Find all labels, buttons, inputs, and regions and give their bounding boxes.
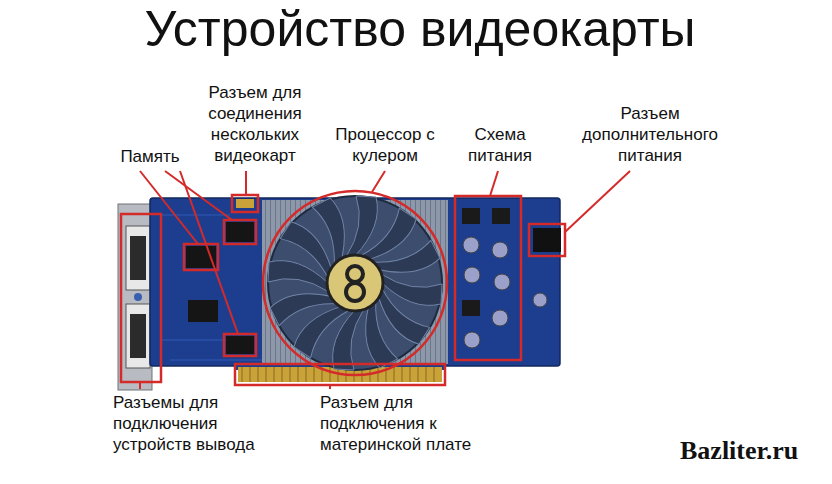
gpu-highlight (263, 191, 447, 375)
leader-line (245, 171, 247, 195)
output-highlight (121, 214, 161, 382)
metal-bracket (118, 204, 152, 390)
memory-highlight (224, 220, 256, 244)
callout-label: Память (105, 146, 195, 167)
callout-label: Процессор с кулером (325, 124, 445, 166)
leader-line (490, 171, 498, 196)
leader-line (140, 171, 198, 244)
pcie-highlight (235, 364, 445, 385)
leader-line (180, 171, 238, 334)
leader-lines (140, 171, 630, 389)
gpu-cooler (262, 196, 448, 370)
leader-line (565, 171, 630, 232)
title: Устройство видеокарты (4, 2, 832, 57)
callout-label: Разъемы для подключения устройств вывода (113, 392, 281, 455)
power-highlight (455, 196, 521, 360)
aux-power-highlight (529, 224, 565, 256)
callout-label: Разъем дополнительного питания (562, 103, 738, 166)
power-components (462, 208, 561, 348)
leader-line (329, 385, 331, 389)
memory-highlight (224, 334, 256, 356)
leader-line (165, 171, 232, 220)
leader-line (372, 171, 385, 192)
callout-label: Разъем для подключения к материнской пла… (320, 392, 498, 455)
highlight-marks (121, 191, 565, 385)
callout-label: Схема питания (455, 124, 545, 166)
leader-line (139, 382, 141, 389)
sli-highlight (232, 195, 258, 212)
watermark: Bazliter.ru (680, 437, 798, 466)
callout-label: Разъем для соединения нескольких видеока… (185, 82, 325, 166)
